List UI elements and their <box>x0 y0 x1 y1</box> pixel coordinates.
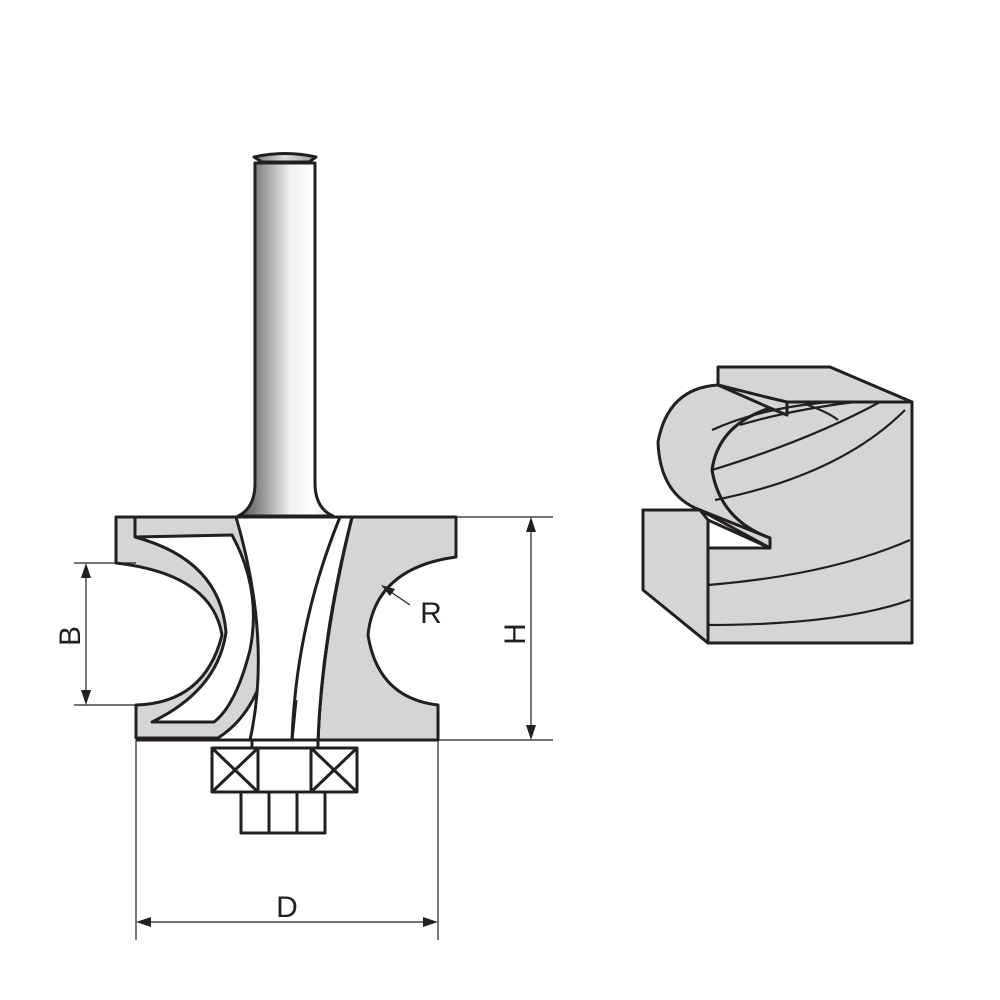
bearing <box>210 738 359 835</box>
cutter-body <box>114 515 458 742</box>
shank <box>236 152 335 518</box>
profile-workpiece <box>641 365 914 645</box>
label-b: B <box>54 626 87 646</box>
carbide-insert-left <box>133 533 255 724</box>
wood-grain <box>707 400 911 627</box>
bearing-screw <box>239 790 327 835</box>
label-h: H <box>499 623 532 645</box>
bearing-center <box>256 746 313 794</box>
dimension-arrows <box>81 517 536 927</box>
label-r: R <box>420 597 442 630</box>
workpiece-front-face <box>641 508 710 645</box>
cutter-flute-groove <box>290 515 354 742</box>
router-bit <box>114 152 458 835</box>
dimension-lines <box>74 516 553 940</box>
label-d: D <box>276 891 298 924</box>
